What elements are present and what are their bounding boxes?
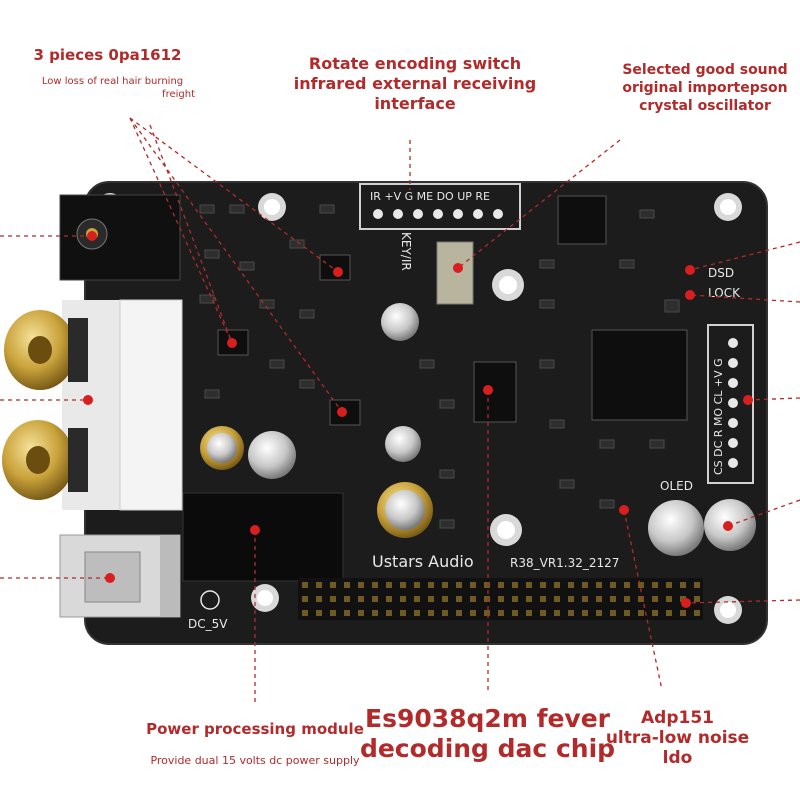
oled-pin-labels: CS DC R MO CL +V G — [712, 358, 725, 475]
marker-gpio — [681, 598, 691, 608]
marker-rca — [83, 395, 93, 405]
oled-label: OLED — [660, 479, 693, 493]
dc-label: DC_5V — [188, 617, 228, 631]
encoder-callout-line1: Rotate encoding switch — [308, 54, 522, 73]
marker-jack — [87, 231, 97, 241]
marker-opa-3 — [337, 407, 347, 417]
top-header-pins — [373, 209, 503, 219]
power-callout-title: Power processing module — [146, 720, 364, 738]
crystal-callout-line2: original importepson — [622, 80, 788, 96]
crystal-callout-line1: Selected good sound — [622, 62, 788, 78]
gpio-pin-header — [298, 578, 703, 620]
marker-ldo — [619, 505, 629, 515]
power-callout-subtitle: Provide dual 15 volts dc power supply — [150, 754, 360, 767]
marker-lock — [685, 290, 695, 300]
dac-callout-line2: decoding dac chip — [359, 734, 616, 763]
marker-optical — [105, 573, 115, 583]
smd-components — [199, 204, 680, 529]
opa-callout-subtitle-2: freight — [162, 89, 195, 100]
headphone-jack — [59, 194, 181, 281]
version-label: R38_VR1.32_2127 — [510, 556, 619, 570]
dac-callout-line1: Es9038q2m fever — [365, 704, 610, 733]
marker-oled — [743, 395, 753, 405]
callout-markers — [83, 231, 753, 608]
optical-connector — [59, 534, 181, 618]
marker-dsd — [685, 265, 695, 275]
opa-callout-title: 3 pieces 0pa1612 — [33, 46, 182, 64]
brand-label: Ustars Audio — [372, 552, 474, 571]
capacitors — [200, 303, 756, 556]
header-pin-labels: IR +V G ME DO UP RE — [370, 190, 490, 203]
marker-dac — [483, 385, 493, 395]
encoder-callout-line2: infrared external receiving — [293, 74, 537, 93]
crystal-oscillator — [436, 241, 474, 305]
opa-callout-subtitle-1: Low loss of real hair burning — [41, 76, 184, 87]
marker-power — [250, 525, 260, 535]
ldo-callout-line2: ultra-low noise — [605, 728, 750, 748]
marker-opa-1 — [333, 267, 343, 277]
rca-connectors — [2, 299, 183, 511]
callout-lines — [0, 117, 800, 705]
marker-crystal — [453, 263, 463, 273]
crystal-callout-line3: crystal oscillator — [639, 98, 771, 114]
ldo-callout-line1: Adp151 — [641, 708, 714, 728]
power-module — [182, 492, 344, 582]
key-ir-label: KEY/IR — [399, 232, 413, 271]
marker-opa-2 — [227, 338, 237, 348]
marker-cap — [723, 521, 733, 531]
ic-chips — [217, 195, 688, 426]
oled-header-pins — [728, 338, 738, 468]
ldo-callout-line3: ldo — [662, 748, 693, 768]
dsd-label: DSD — [708, 266, 734, 280]
encoder-callout-line3: interface — [374, 94, 456, 113]
